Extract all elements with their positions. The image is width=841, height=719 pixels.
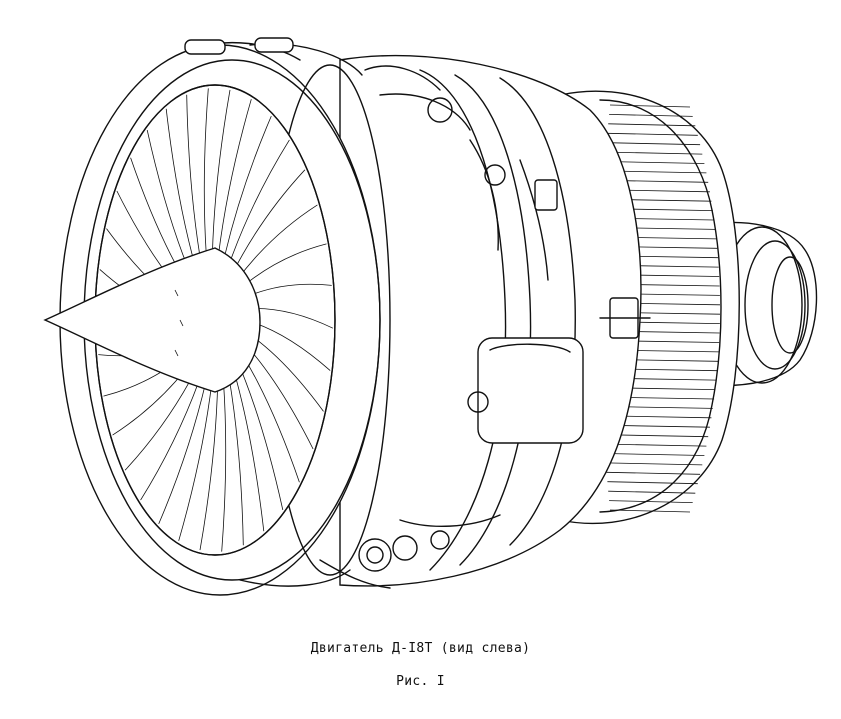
spinner-cone	[43, 247, 261, 393]
cooling-fin	[609, 104, 691, 108]
fan-blade	[211, 89, 231, 261]
fan-blade	[158, 377, 208, 525]
fan-blade	[221, 377, 227, 552]
cooling-fin	[609, 114, 693, 117]
fan-blade	[222, 115, 272, 263]
cooling-fin	[609, 500, 693, 503]
fan-blade	[236, 204, 318, 280]
figure-number: Рис. I	[396, 674, 445, 689]
cooling-fin	[604, 443, 707, 447]
fan-blade	[228, 373, 244, 546]
cooling-fin	[605, 462, 703, 466]
fan-blade	[228, 139, 290, 267]
cooling-fin	[607, 481, 698, 485]
cooling-fin	[606, 471, 701, 475]
cooling-fin	[608, 123, 696, 127]
turbofan-engine-icon	[43, 37, 818, 596]
cooling-fin	[606, 142, 701, 146]
fan-blade	[203, 88, 209, 263]
fan-blade	[217, 99, 252, 261]
accessory-section	[319, 54, 651, 589]
cooling-fin	[605, 453, 705, 456]
cooling-fin	[608, 490, 696, 494]
cooling-fin	[609, 509, 691, 513]
fan-blade	[186, 94, 202, 267]
fan-blade	[236, 360, 284, 510]
fan-blade	[199, 379, 219, 551]
fan-blade	[232, 169, 306, 273]
fan-blade	[232, 367, 265, 532]
fan-blade	[140, 373, 202, 501]
cooling-fin	[607, 132, 698, 136]
fan-blade	[178, 379, 213, 541]
cooling-fin	[605, 151, 703, 155]
figure-caption-title: Двигатель Д-I8T (вид слева)	[310, 641, 531, 656]
